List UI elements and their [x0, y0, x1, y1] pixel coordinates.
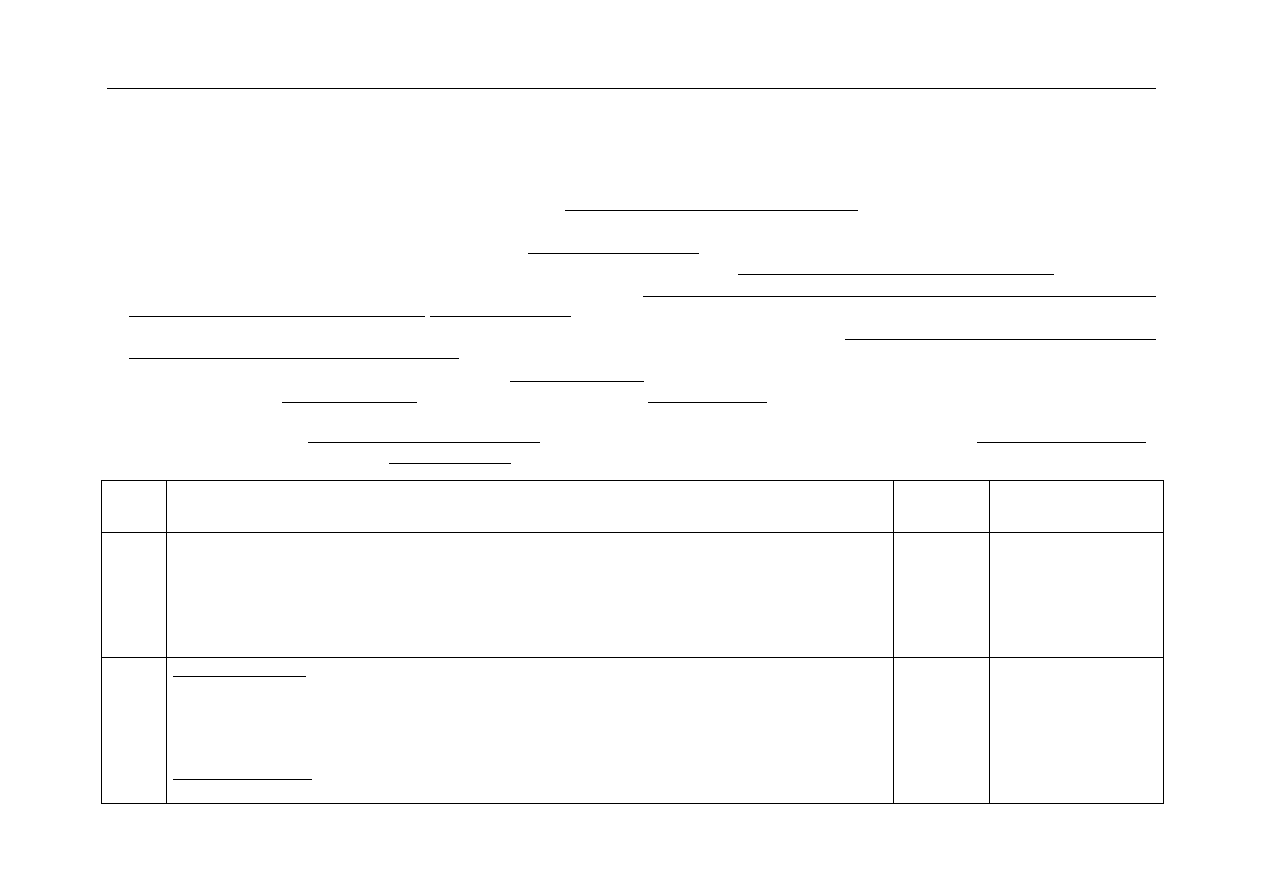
- table-cell[interactable]: [989, 657, 1164, 804]
- form-blank-13[interactable]: [977, 442, 1146, 443]
- form-blank-5[interactable]: [129, 316, 425, 317]
- form-blank-3[interactable]: [738, 274, 1054, 275]
- table-row: [101, 532, 1164, 658]
- table-header-cell: [893, 480, 990, 533]
- form-blank-7[interactable]: [845, 339, 1156, 340]
- cell-blank-bottom[interactable]: [173, 779, 312, 780]
- form-blank-14[interactable]: [389, 463, 511, 464]
- form-blank-2[interactable]: [528, 253, 699, 254]
- form-blank-11[interactable]: [648, 402, 767, 403]
- table-cell: [101, 657, 167, 804]
- table-cell[interactable]: [893, 657, 990, 804]
- form-blank-10[interactable]: [282, 402, 417, 403]
- table-header-row: [101, 480, 1164, 533]
- cell-blank-top[interactable]: [173, 676, 306, 677]
- form-blank-4[interactable]: [643, 296, 1156, 297]
- form-table: [101, 480, 1164, 804]
- table-header-cell: [166, 480, 894, 533]
- table-cell[interactable]: [166, 657, 894, 804]
- table-cell[interactable]: [989, 532, 1164, 658]
- form-blank-9[interactable]: [510, 381, 644, 382]
- table-header-cell: [101, 480, 167, 533]
- header-rule: [107, 88, 1156, 89]
- table-row: [101, 657, 1164, 804]
- form-blank-12[interactable]: [308, 442, 540, 443]
- form-blank-1[interactable]: [565, 210, 858, 211]
- table-cell[interactable]: [166, 532, 894, 658]
- form-blank-8[interactable]: [129, 358, 459, 359]
- table-header-cell: [989, 480, 1164, 533]
- table-cell: [101, 532, 167, 658]
- table-cell[interactable]: [893, 532, 990, 658]
- form-blank-6[interactable]: [430, 316, 571, 317]
